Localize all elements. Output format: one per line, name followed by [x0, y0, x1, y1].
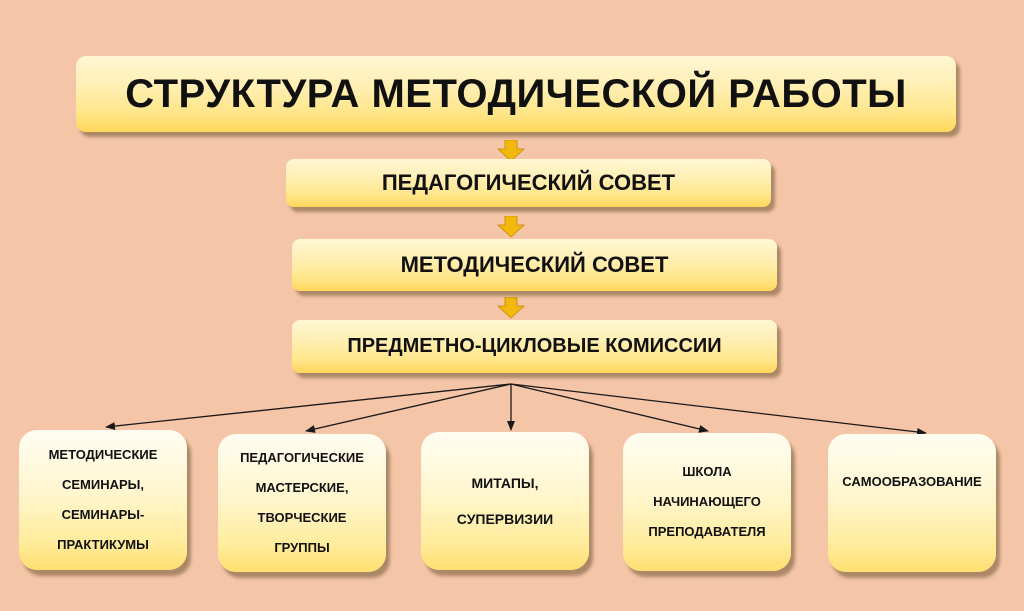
branch-label-workshops: ПЕДАГОГИЧЕСКИЕ МАСТЕРСКИЕ, ТВОРЧЕСКИЕ ГР… — [240, 450, 364, 555]
branch-label-self-education: САМООБРАЗОВАНИЕ — [842, 474, 982, 489]
connector-to-school — [510, 383, 709, 433]
subject-commissions-box: ПРЕДМЕТНО-ЦИКЛОВЫЕ КОМИССИИ — [292, 320, 777, 373]
arrow-down-icon — [496, 140, 526, 162]
branch-card-workshops: ПЕДАГОГИЧЕСКИЕ МАСТЕРСКИЕ, ТВОРЧЕСКИЕ ГР… — [218, 434, 386, 572]
arrow-down-icon — [496, 216, 526, 238]
diagram-title: СТРУКТУРА МЕТОДИЧЕСКОЙ РАБОТЫ — [125, 71, 907, 116]
connector-to-seminars — [105, 383, 512, 431]
branch-card-self-education: САМООБРАЗОВАНИЕ — [828, 434, 996, 572]
branch-card-seminars: МЕТОДИЧЕСКИЕ СЕМИНАРЫ, СЕМИНАРЫ- ПРАКТИК… — [19, 430, 187, 570]
subject-commissions-label: ПРЕДМЕТНО-ЦИКЛОВЫЕ КОМИССИИ — [347, 335, 722, 357]
branch-label-school: ШКОЛА НАЧИНАЮЩЕГО ПРЕПОДАВАТЕЛЯ — [648, 464, 766, 539]
methodical-council-label: МЕТОДИЧЕСКИЙ СОВЕТ — [400, 252, 669, 277]
branch-label-meetups: МИТАПЫ, СУПЕРВИЗИИ — [456, 475, 554, 527]
connector-to-workshops — [305, 383, 512, 433]
branch-card-meetups: МИТАПЫ, СУПЕРВИЗИИ — [421, 432, 589, 570]
pedagogical-council-box: ПЕДАГОГИЧЕСКИЙ СОВЕТ — [286, 159, 771, 207]
methodical-council-box: МЕТОДИЧЕСКИЙ СОВЕТ — [292, 239, 777, 291]
branch-label-seminars: МЕТОДИЧЕСКИЕ СЕМИНАРЫ, СЕМИНАРЫ- ПРАКТИК… — [48, 447, 158, 552]
connector-to-self-education — [510, 383, 927, 436]
arrow-down-icon — [496, 297, 526, 319]
diagram-title-box: СТРУКТУРА МЕТОДИЧЕСКОЙ РАБОТЫ — [76, 56, 956, 132]
pedagogical-council-label: ПЕДАГОГИЧЕСКИЙ СОВЕТ — [381, 170, 676, 195]
branch-card-school: ШКОЛА НАЧИНАЮЩЕГО ПРЕПОДАВАТЕЛЯ — [623, 433, 791, 571]
